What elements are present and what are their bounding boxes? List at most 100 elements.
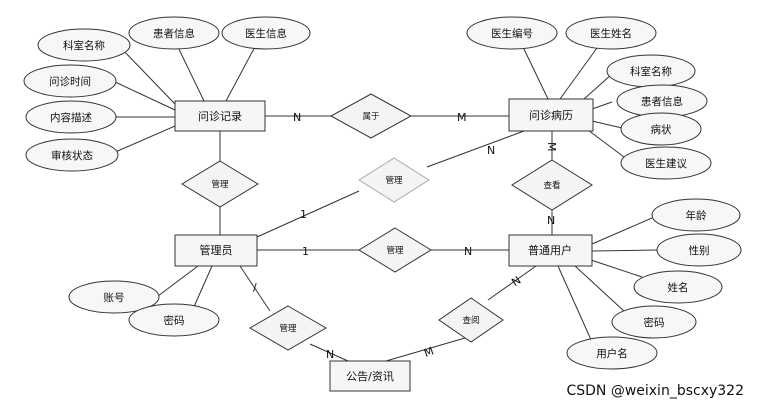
attr-record-content-desc: 内容描述 bbox=[25, 100, 117, 134]
card-history-from-admin: N bbox=[487, 144, 495, 157]
attr-history-patient-info-label: 患者信息 bbox=[641, 95, 683, 108]
attr-record-dept-name: 科室名称 bbox=[37, 28, 131, 62]
edge-history-dept bbox=[582, 73, 613, 101]
relationship-user-notice: 查阅 bbox=[438, 297, 504, 343]
card-admin-to-notice: / bbox=[253, 281, 257, 294]
connector-lines bbox=[112, 42, 658, 362]
edge-history-advice bbox=[587, 129, 625, 158]
card-user-to-view: N bbox=[547, 214, 555, 227]
edge-record-review bbox=[112, 125, 176, 154]
watermark-text: CSDN @weixin_bscxy322 bbox=[566, 383, 744, 399]
card-admin-to-history: 1 bbox=[300, 208, 307, 221]
edge-record-time bbox=[112, 80, 176, 111]
cardinality-labels: N M 1 N M N 1 N / N N M bbox=[253, 111, 558, 361]
edge-histrel-history bbox=[426, 130, 525, 168]
entity-record: 问诊记录 bbox=[174, 100, 266, 132]
edge-user-name bbox=[587, 258, 643, 278]
attr-user-name-label: 姓名 bbox=[668, 281, 689, 294]
attr-history-doctor-advice: 医生建议 bbox=[620, 146, 712, 180]
attr-user-username: 用户名 bbox=[566, 336, 658, 370]
card-notice-from-user: M bbox=[422, 344, 435, 359]
card-belongs-history: M bbox=[457, 111, 467, 124]
attr-record-patient-info: 患者信息 bbox=[128, 16, 220, 50]
attr-record-visit-time: 问诊时间 bbox=[23, 64, 117, 98]
relationship-admin-notice: 管理 bbox=[249, 305, 327, 351]
entity-notice-label: 公告/资讯 bbox=[346, 370, 394, 383]
edge-user-readrel bbox=[487, 265, 537, 301]
attr-record-review-status-label: 审核状态 bbox=[51, 149, 93, 162]
attr-history-doctor-id-label: 医生编号 bbox=[491, 27, 533, 40]
relationship-user-notice-label: 查阅 bbox=[462, 315, 479, 326]
edge-user-password bbox=[574, 265, 626, 313]
relationship-view: 查看 bbox=[511, 159, 593, 211]
relationship-admin-user: 管理 bbox=[358, 227, 432, 273]
entity-record-label: 问诊记录 bbox=[198, 109, 242, 123]
attr-user-name: 姓名 bbox=[633, 270, 723, 304]
attr-admin-password: 密码 bbox=[128, 303, 220, 337]
edge-admin-account bbox=[157, 265, 199, 297]
attr-user-password-label: 密码 bbox=[644, 316, 665, 329]
attr-record-doctor-info-label: 医生信息 bbox=[245, 27, 287, 40]
card-admin-to-user: 1 bbox=[302, 245, 309, 258]
attr-user-gender-label: 性别 bbox=[689, 244, 710, 257]
attr-admin-password-label: 密码 bbox=[164, 314, 185, 327]
attr-history-doctor-id: 医生编号 bbox=[466, 16, 558, 50]
card-user-from-admin: N bbox=[464, 245, 472, 258]
edge-history-symptom bbox=[591, 120, 623, 129]
attr-record-dept-name-label: 科室名称 bbox=[63, 39, 105, 52]
attr-history-symptom-label: 病状 bbox=[651, 123, 672, 136]
edge-noticerel-notice bbox=[309, 343, 349, 362]
relationship-view-label: 查看 bbox=[543, 180, 560, 191]
attr-admin-account: 账号 bbox=[68, 280, 160, 314]
edge-user-age bbox=[591, 217, 653, 245]
edge-history-docid bbox=[522, 46, 549, 100]
card-history-to-view: M bbox=[545, 142, 558, 152]
edge-record-patient bbox=[175, 42, 205, 102]
edge-history-docname bbox=[559, 47, 598, 100]
attr-user-username-label: 用户名 bbox=[596, 347, 628, 360]
attr-history-dept-name-label: 科室名称 bbox=[630, 65, 672, 78]
edge-user-gender bbox=[591, 249, 658, 252]
attr-record-doctor-info: 医生信息 bbox=[221, 16, 311, 50]
edge-admin-password bbox=[192, 265, 213, 310]
attr-user-password: 密码 bbox=[611, 305, 697, 339]
attr-admin-account-label: 账号 bbox=[104, 292, 125, 304]
edge-admin-noticerel bbox=[239, 265, 271, 312]
attr-record-review-status: 审核状态 bbox=[25, 138, 119, 172]
attr-record-patient-info-label: 患者信息 bbox=[153, 27, 195, 40]
entity-admin: 管理员 bbox=[174, 234, 258, 267]
relationship-belongs-label: 属于 bbox=[362, 112, 380, 122]
attr-history-doctor-name: 医生姓名 bbox=[565, 16, 657, 50]
edge-readrel-notice bbox=[385, 337, 466, 362]
attr-history-doctor-advice-label: 医生建议 bbox=[645, 157, 687, 170]
card-notice-from-admin: N bbox=[326, 348, 334, 361]
edge-record-doctor bbox=[225, 42, 258, 102]
entity-history-label: 问诊病历 bbox=[529, 108, 573, 122]
relationship-admin-record-label: 管理 bbox=[211, 179, 229, 190]
relationship-admin-notice-label: 管理 bbox=[279, 323, 297, 334]
relationship-admin-record: 管理 bbox=[181, 160, 259, 208]
attr-user-age: 年龄 bbox=[651, 198, 741, 232]
relationship-admin-user-label: 管理 bbox=[386, 245, 404, 256]
attr-history-patient-info: 患者信息 bbox=[616, 84, 708, 118]
relationship-admin-history-label: 管理 bbox=[385, 175, 403, 186]
card-record-belongs: N bbox=[293, 111, 301, 124]
edge-record-dept bbox=[119, 46, 176, 105]
attr-history-doctor-name-label: 医生姓名 bbox=[590, 27, 632, 40]
edge-admin-histrel bbox=[256, 190, 360, 238]
attr-history-dept-name: 科室名称 bbox=[606, 54, 696, 88]
entity-notice: 公告/资讯 bbox=[329, 360, 411, 392]
relationship-belongs: 属于 bbox=[329, 93, 413, 139]
attr-record-visit-time-label: 问诊时间 bbox=[49, 75, 91, 88]
attr-history-symptom: 病状 bbox=[620, 112, 702, 146]
attr-user-age-label: 年龄 bbox=[686, 209, 707, 222]
entity-user: 普通用户 bbox=[508, 234, 593, 267]
entity-user-label: 普通用户 bbox=[528, 243, 572, 257]
relationship-admin-history: 管理 bbox=[358, 157, 430, 203]
entity-admin-label: 管理员 bbox=[200, 243, 233, 257]
attr-user-gender: 性别 bbox=[656, 233, 742, 267]
attr-record-content-desc-label: 内容描述 bbox=[50, 111, 92, 124]
edge-user-username bbox=[557, 265, 593, 343]
edge-history-patient bbox=[591, 101, 613, 110]
